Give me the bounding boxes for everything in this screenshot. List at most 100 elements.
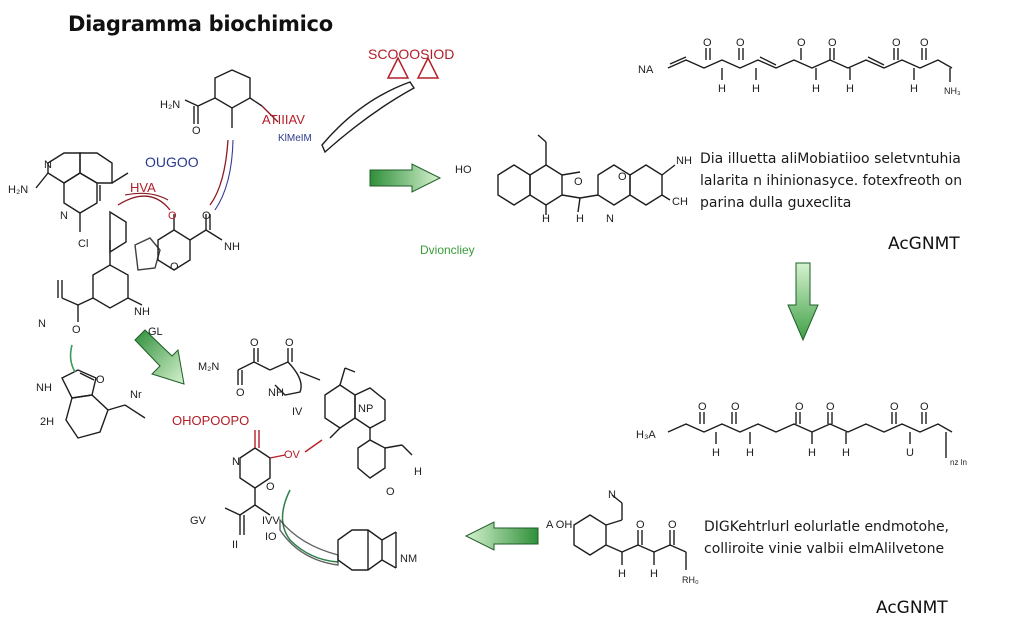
atom-label: NM xyxy=(400,553,417,565)
atom-label: O xyxy=(170,261,179,273)
atom-label: O xyxy=(795,401,804,413)
diagram-title: Diagramma biochimico xyxy=(68,12,333,36)
atom-label: H xyxy=(718,83,726,95)
atom-label: NH xyxy=(134,306,150,318)
arrow-down xyxy=(787,262,819,342)
atom-label: O xyxy=(703,37,712,49)
atom-label: GL xyxy=(148,326,163,338)
molecule-bottom-right xyxy=(573,494,687,570)
atom-label: N xyxy=(44,159,52,171)
atom-label: N xyxy=(606,213,614,225)
atom-label: N xyxy=(38,318,46,330)
atom-label: O xyxy=(890,401,899,413)
description-line: Dia illuetta aliMobiatiioo seletvntuhia xyxy=(700,151,961,167)
enzyme-label-top: AcGNMT xyxy=(888,234,960,254)
atom-label: O xyxy=(285,337,294,349)
atom-label: O xyxy=(96,374,105,386)
description-line: lalarita n ihinionasyce. fotexfreoth on xyxy=(700,173,963,189)
molecule-top-center xyxy=(497,134,676,215)
atom-label: H xyxy=(542,213,550,225)
atom-label: IO xyxy=(265,531,277,543)
atom-label: NP xyxy=(358,403,373,415)
arrow-left xyxy=(464,521,539,551)
atom-label: M₂N xyxy=(198,361,219,373)
atom-label: CH xyxy=(672,196,688,208)
atom-label: N xyxy=(608,489,616,501)
annotation-red-bottom: OHOPOOPO xyxy=(172,413,250,428)
atom-label: O xyxy=(72,324,81,336)
triangle-icon xyxy=(386,56,410,79)
atom-label: H xyxy=(618,568,626,580)
atom-label: II xyxy=(232,539,238,551)
atom-label: NH₃ xyxy=(944,86,961,96)
description-line: parina dulla guxeclita xyxy=(700,195,852,211)
annotation-top-red: SCOOOSIOD xyxy=(368,46,455,62)
molecule-indole xyxy=(61,344,146,439)
atom-label: NH xyxy=(268,387,284,399)
atom-label: O xyxy=(168,210,177,222)
annotation-mid-blue: KlMeIM xyxy=(278,133,312,144)
enzyme-label-bottom: AcGNMT xyxy=(876,598,948,618)
annotation-mid-red: ATIIIAV xyxy=(262,112,305,127)
atom-label: U xyxy=(906,447,914,459)
atom-label: H xyxy=(650,568,658,580)
atom-label: O xyxy=(698,401,707,413)
atom-label: O xyxy=(574,176,583,188)
atom-label: H xyxy=(808,447,816,459)
description-line: colliroite vinie valbii elmAlilvetone xyxy=(704,541,945,557)
atom-label: H₃A xyxy=(636,429,656,441)
atom-label: IVV xyxy=(262,515,280,527)
atom-label: RH₀ xyxy=(682,575,699,585)
atom-label: O xyxy=(828,37,837,49)
atom-label: IV xyxy=(292,406,303,418)
molecule-chain-bottom xyxy=(667,412,953,458)
atom-label: GV xyxy=(190,515,207,527)
atom-label: H xyxy=(846,83,854,95)
atom-label: O xyxy=(618,171,627,183)
atom-label: O xyxy=(236,387,245,399)
atom-label: O xyxy=(797,37,806,49)
arrow-right xyxy=(369,163,442,193)
atom-label: H xyxy=(812,83,820,95)
atom-label: O xyxy=(736,37,745,49)
description-top: Dia illuetta aliMobiatiioo seletvntuhia … xyxy=(700,148,962,214)
atom-label: O xyxy=(386,486,395,498)
atom-label: A OH xyxy=(546,519,572,531)
atom-label: O xyxy=(920,401,929,413)
atom-label: H₂N xyxy=(160,99,180,111)
atom-label: N xyxy=(232,456,240,468)
atom-label: H xyxy=(746,447,754,459)
atom-label: O xyxy=(920,37,929,49)
atom-label: H₂N xyxy=(8,184,28,196)
atom-label: O xyxy=(668,519,677,531)
atom-label: Cl xyxy=(78,238,88,250)
annotation-red-left: HVA xyxy=(130,180,156,195)
atom-label: H xyxy=(576,213,584,225)
atom-label: N xyxy=(60,210,68,222)
atom-label: HO xyxy=(455,164,472,176)
description-line: DIGKehtrlurl eolurlatle endmotohe, xyxy=(704,519,950,535)
atom-label: O xyxy=(636,519,645,531)
atom-label: O xyxy=(202,210,211,222)
atom-label: H xyxy=(910,83,918,95)
atom-label: O xyxy=(731,401,740,413)
atom-label: nz ln xyxy=(950,458,967,467)
atom-label: O xyxy=(892,37,901,49)
atom-label: H xyxy=(712,447,720,459)
atom-label: OV xyxy=(284,449,301,461)
molecule-top-left xyxy=(35,69,279,322)
atom-label: H xyxy=(842,447,850,459)
triangle-icon xyxy=(416,56,440,79)
atom-label: NH xyxy=(36,382,52,394)
atom-label: O xyxy=(250,337,259,349)
atom-label: NH xyxy=(224,241,240,253)
annotation-green-mid: Dvioncliey xyxy=(420,243,475,257)
atom-label: O xyxy=(192,125,201,137)
arrow-diagonal xyxy=(134,329,185,385)
annotation-blue-left: OUGOO xyxy=(145,154,199,170)
atom-label: O xyxy=(826,401,835,413)
atom-label: H xyxy=(752,83,760,95)
atom-label: O xyxy=(266,481,275,493)
curved-arrow xyxy=(321,81,416,154)
